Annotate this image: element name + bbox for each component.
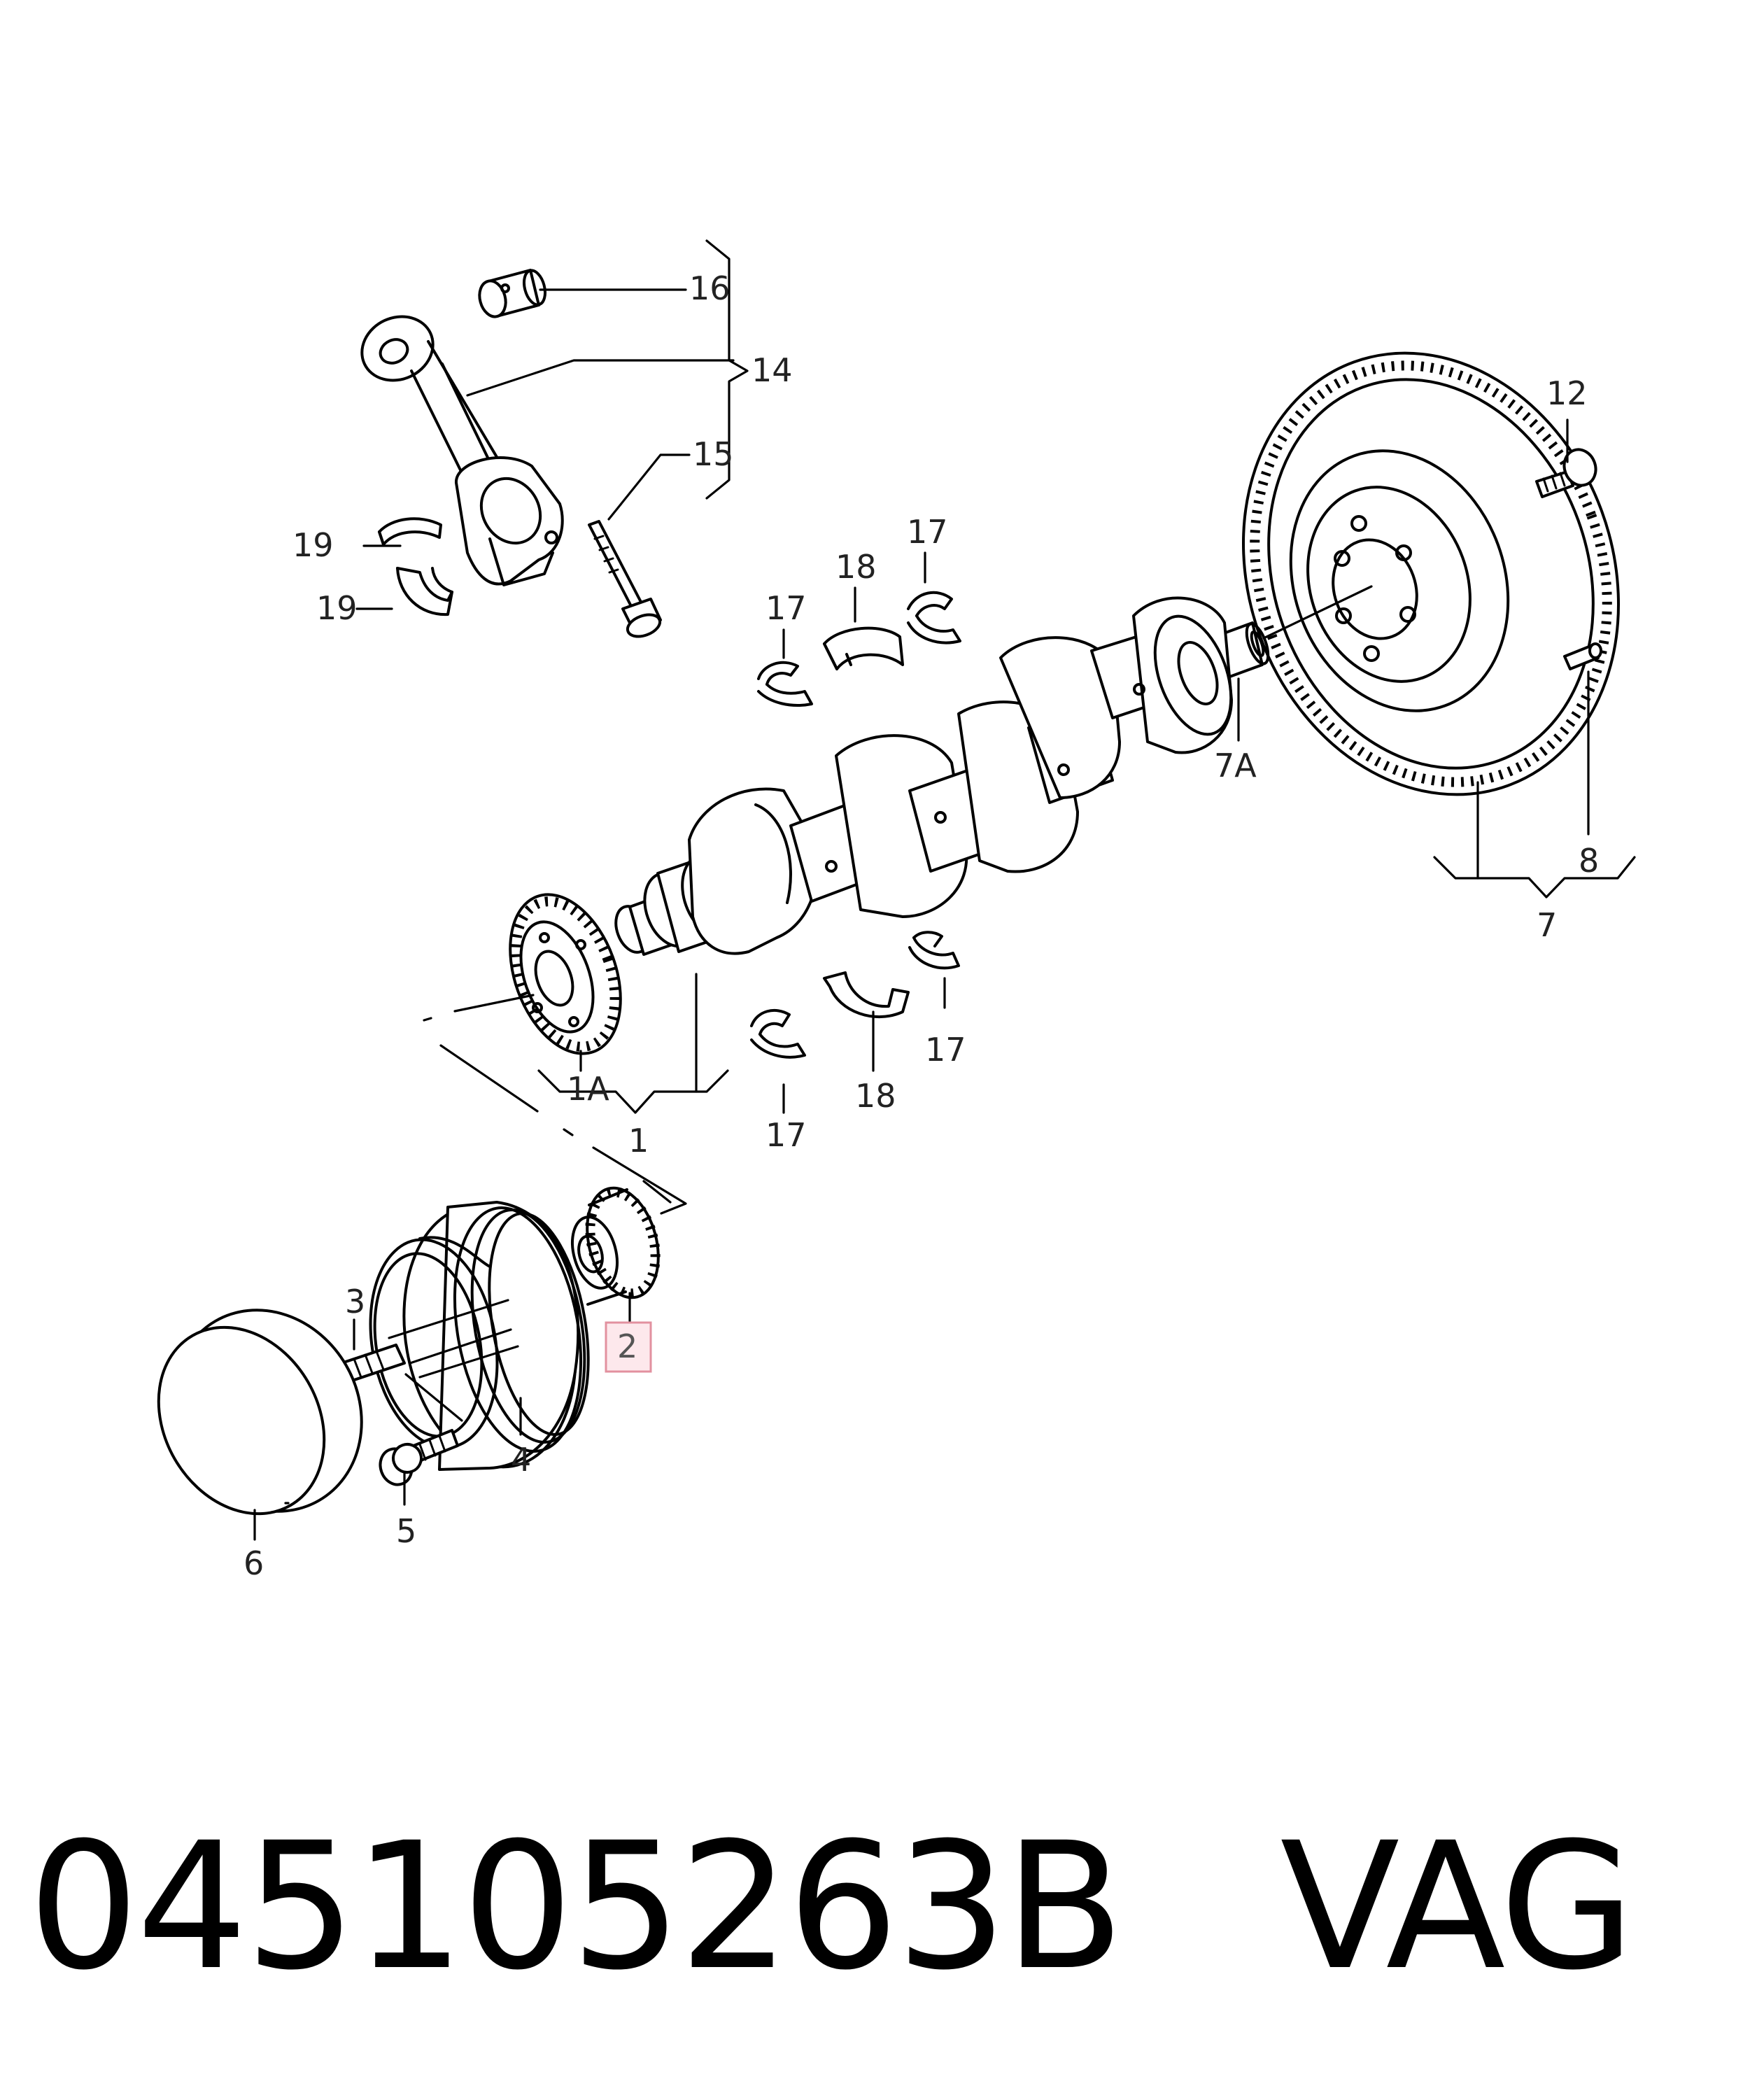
callout-17-lower-right[interactable]: 17 xyxy=(925,1031,966,1069)
dowel-pin xyxy=(1563,642,1602,670)
flywheel xyxy=(1242,351,1620,796)
connecting-rod xyxy=(360,315,564,586)
callout-8[interactable]: 8 xyxy=(1579,842,1599,880)
main-bearing-lower xyxy=(823,971,910,1019)
callout-4[interactable]: 4 xyxy=(511,1441,531,1479)
callout-12[interactable]: 12 xyxy=(1546,374,1588,412)
crankshaft-gear xyxy=(509,893,622,1055)
callout-highlight-box xyxy=(605,1321,652,1373)
piston-pin-bushing xyxy=(478,269,546,318)
callout-6[interactable]: 6 xyxy=(244,1544,264,1582)
flywheel-bolt xyxy=(1535,448,1597,498)
callout-7[interactable]: 7 xyxy=(1537,906,1557,944)
callout-14[interactable]: 14 xyxy=(751,351,793,389)
crankshaft xyxy=(614,596,1233,956)
callout-19-lower[interactable]: 19 xyxy=(316,589,358,627)
part-number: 045105263B xyxy=(28,1805,1124,2008)
thrust-washer-lower-right xyxy=(908,931,960,970)
part-number-footer: 045105263B VAG xyxy=(28,1819,1635,1994)
callout-2[interactable]: 2 xyxy=(617,1327,637,1365)
rod-bearing-shell-upper xyxy=(378,517,442,546)
main-bearing-upper xyxy=(823,626,904,670)
rod-bearing-shell-lower xyxy=(396,567,453,616)
thrust-washer-upper-left xyxy=(757,661,813,707)
thrust-washer-upper-right xyxy=(907,591,961,644)
callout-7a[interactable]: 7A xyxy=(1214,747,1257,784)
callout-3[interactable]: 3 xyxy=(345,1283,365,1320)
callout-18-upper[interactable]: 18 xyxy=(835,548,877,586)
timing-sprocket xyxy=(571,1186,661,1306)
callout-16[interactable]: 16 xyxy=(689,269,731,307)
callout-1a[interactable]: 1A xyxy=(567,1070,609,1108)
callout-1[interactable]: 1 xyxy=(628,1122,649,1160)
cover-cap xyxy=(157,1309,363,1516)
callout-17-lower-left[interactable]: 17 xyxy=(765,1116,807,1154)
callout-15[interactable]: 15 xyxy=(693,435,734,473)
callout-19-upper[interactable]: 19 xyxy=(292,526,334,564)
rod-bolt xyxy=(588,520,662,638)
thrust-washer-lower-left xyxy=(750,1008,806,1059)
callout-18-lower[interactable]: 18 xyxy=(855,1077,896,1115)
brand-name: VAG xyxy=(1280,1805,1635,2008)
callout-17-upper-right[interactable]: 17 xyxy=(907,513,948,551)
callout-17-upper-left[interactable]: 17 xyxy=(765,589,807,627)
callout-5[interactable]: 5 xyxy=(396,1512,416,1550)
